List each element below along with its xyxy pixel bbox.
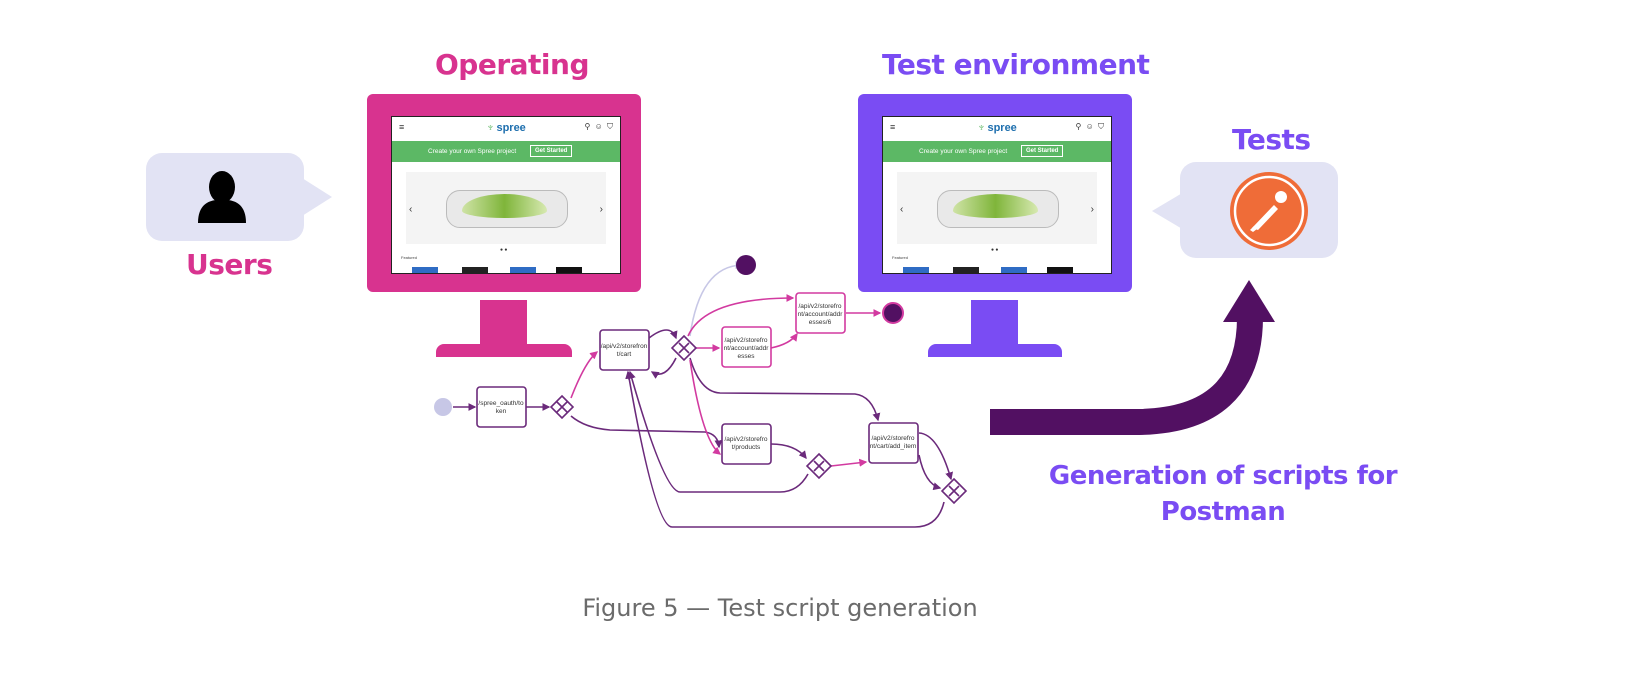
carousel-dots: ● ● (991, 247, 999, 253)
start-event-icon (434, 398, 452, 416)
gateway-x-icon (805, 452, 833, 480)
tests-title: Tests (1232, 123, 1311, 156)
gateway-x-icon (549, 394, 575, 420)
test-screen: ≡ ♆spree ⚲ ☺ ⛉ Create your own Spree pro… (882, 116, 1112, 274)
carousel-next-icon: › (599, 204, 603, 215)
svg-text:/api/v2/storefron: /api/v2/storefron (601, 343, 648, 350)
svg-text:nt/cart/add_item: nt/cart/add_item (870, 443, 917, 450)
hamburger-menu-icon: ≡ (890, 122, 896, 132)
svg-text:/spree_oauth/to: /spree_oauth/to (478, 400, 524, 407)
carousel-prev-icon: ‹ (900, 204, 904, 215)
end-event-icon (882, 302, 904, 324)
svg-text:/api/v2/storefro: /api/v2/storefro (872, 435, 915, 442)
test-environment-title: Test environment (882, 48, 1150, 81)
flow-node-addresses: /api/v2/storefro nt/account/addr esses (721, 326, 772, 368)
product-thumbnails (897, 265, 1097, 273)
gateway-x-icon (940, 477, 968, 505)
hero-image: ‹ › (406, 172, 606, 244)
flow-node-add-item: /api/v2/storefro nt/cart/add_item (868, 422, 919, 464)
svg-text:/api/v2/storefro: /api/v2/storefro (725, 337, 768, 344)
header-icons: ⚲ ☺ ⛉ (584, 122, 614, 131)
get-started-button: Get Started (530, 145, 573, 157)
flow-node-addresses-id: /api/v2/storefro nt/account/addr esses/6 (795, 292, 846, 334)
tests-bubble-tail (1152, 192, 1184, 230)
spree-logo: ♆spree (486, 122, 526, 134)
generation-label-line2: Postman (1160, 497, 1286, 527)
featured-label: Featured (892, 255, 909, 260)
svg-text:nt/account/addr: nt/account/addr (798, 311, 844, 318)
operating-environment-title: Operating environment (435, 48, 631, 80)
get-started-button: Get Started (1021, 145, 1064, 157)
hero-image: ‹ › (897, 172, 1097, 244)
promo-banner: Create your own Spree project Get Starte… (883, 141, 1111, 162)
svg-text:esses: esses (738, 353, 756, 360)
end-event-icon (736, 255, 756, 275)
banner-text: Create your own Spree project (919, 148, 1008, 155)
user-silhouette-icon (198, 171, 246, 223)
carousel-dots: ● ● (500, 247, 508, 253)
flow-node-token: /spree_oauth/to ken (476, 386, 527, 428)
flow-node-products: /api/v2/storefro t/products (721, 423, 772, 465)
users-label: Users (186, 248, 273, 281)
tests-bubble (1180, 162, 1338, 258)
featured-label: Featured (401, 255, 418, 260)
figure-caption: Figure 5 — Test script generation (582, 594, 978, 622)
svg-text:/api/v2/storefro: /api/v2/storefro (799, 303, 842, 310)
operating-monitor-neck (480, 300, 527, 346)
banner-text: Create your own Spree project (428, 148, 517, 155)
operating-monitor-base (436, 344, 572, 357)
generation-label: Generation of scripts for Postman (1040, 458, 1406, 530)
product-thumbnails (406, 265, 606, 273)
process-flow-diagram: /spree_oauth/to ken /api/v2/storefron t/… (434, 255, 968, 528)
operating-monitor: ≡ ♆spree ⚲ ☺ ⛉ Create your own Spree pro… (367, 94, 641, 292)
carousel-next-icon: › (1090, 204, 1094, 215)
operating-title-line1: Operating (435, 48, 590, 80)
gateway-x-icon (670, 334, 698, 362)
carousel-prev-icon: ‹ (409, 204, 413, 215)
test-monitor: ≡ ♆spree ⚲ ☺ ⛉ Create your own Spree pro… (858, 94, 1132, 292)
header-icons: ⚲ ☺ ⛉ (1075, 122, 1105, 131)
test-monitor-base (928, 344, 1062, 357)
users-bubble (146, 153, 304, 241)
generation-label-line1: Generation of scripts for (1048, 461, 1398, 491)
flow-node-cart: /api/v2/storefron t/cart (599, 329, 650, 371)
hamburger-menu-icon: ≡ (399, 122, 405, 132)
big-arrow-icon (990, 280, 1275, 435)
promo-banner: Create your own Spree project Get Starte… (392, 141, 620, 162)
test-monitor-neck (971, 300, 1018, 346)
postman-logo-icon (1230, 172, 1308, 250)
spree-logo: ♆spree (977, 122, 1017, 134)
svg-text:nt/account/addr: nt/account/addr (724, 345, 770, 352)
operating-screen: ≡ ♆spree ⚲ ☺ ⛉ Create your own Spree pro… (391, 116, 621, 274)
svg-text:/api/v2/storefro: /api/v2/storefro (725, 436, 768, 443)
svg-text:t/cart: t/cart (617, 351, 632, 358)
svg-text:ken: ken (496, 408, 507, 415)
svg-text:esses/6: esses/6 (809, 319, 832, 326)
svg-text:t/products: t/products (732, 444, 761, 451)
users-bubble-tail (302, 178, 332, 216)
